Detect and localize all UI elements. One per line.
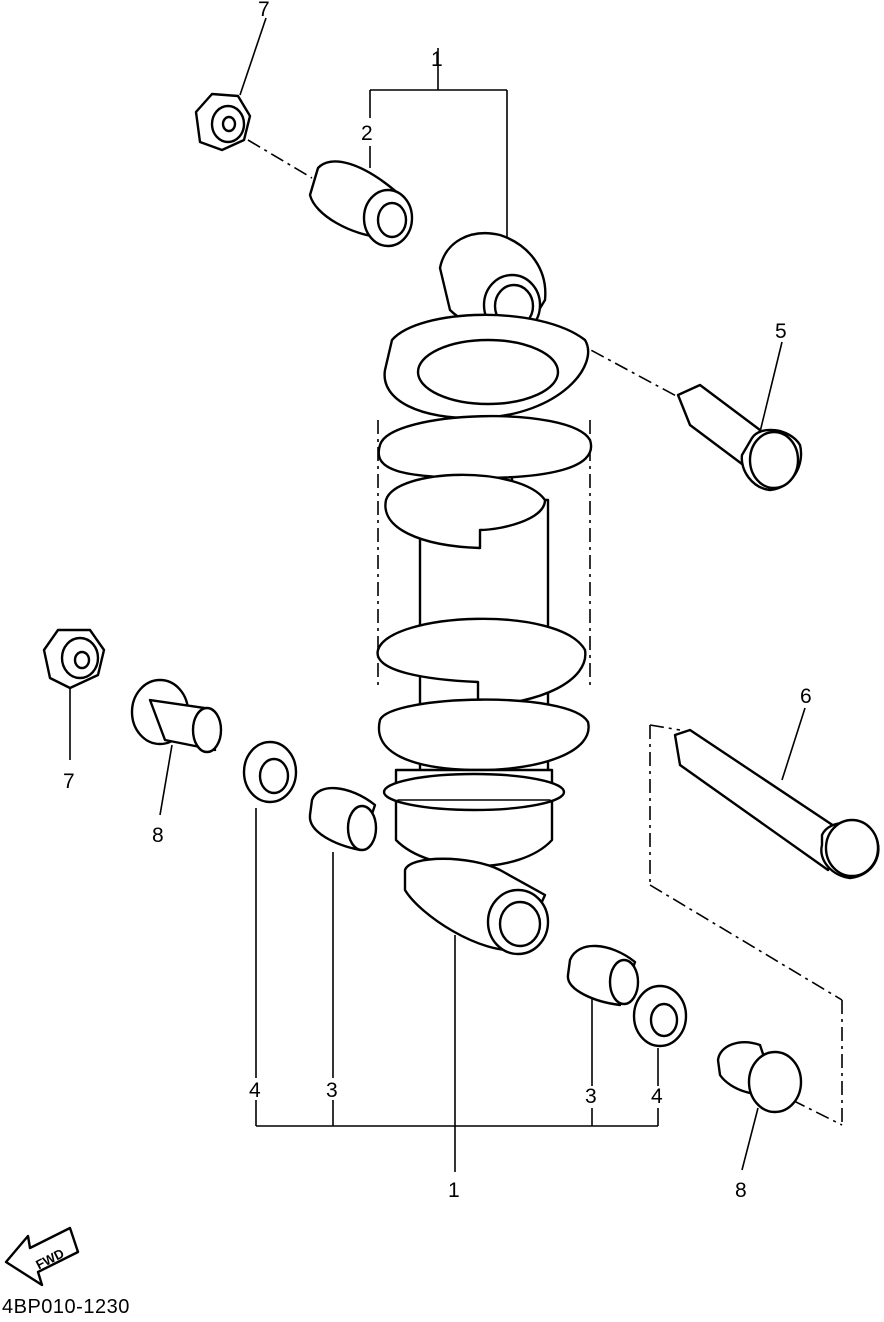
part-code: 4BP010-1230 — [2, 1296, 130, 1317]
shock-absorber-body — [376, 232, 593, 956]
assembly-bracket-top — [369, 48, 508, 240]
flange-collar-right-part — [716, 1041, 803, 1171]
fwd-arrow-icon — [4, 1226, 80, 1287]
callout-collar-right: 3 — [585, 1085, 597, 1108]
nut-left-part — [42, 628, 106, 760]
upper-bolt-part — [676, 341, 803, 492]
callout-bolt-upper: 5 — [775, 320, 787, 343]
callout-nut-left: 7 — [63, 770, 75, 793]
oil-seal-left-part — [242, 740, 298, 804]
callout-bushing-upper: 2 — [361, 122, 373, 145]
flange-collar-left-part — [130, 678, 223, 816]
collar-right-part — [566, 944, 640, 1007]
callout-flange-collar-right: 8 — [735, 1179, 747, 1202]
callout-bolt-lower: 6 — [800, 685, 812, 708]
nut-top-part — [194, 17, 267, 152]
lower-bolt-part — [673, 707, 880, 880]
callout-collar-left: 3 — [326, 1079, 338, 1102]
callout-assembly-top: 1 — [431, 48, 443, 71]
callout-assembly-bottom: 1 — [448, 1179, 460, 1202]
oil-seal-right-part — [632, 984, 688, 1048]
callout-labels: 1 2 7 5 6 7 8 4 3 3 4 1 8 — [63, 0, 812, 1202]
callout-nut-top: 7 — [258, 0, 270, 21]
assembly-bracket-bottom — [255, 808, 659, 1172]
upper-bushing-part — [308, 160, 414, 248]
collar-left-part — [308, 787, 378, 852]
callout-oil-seal-right: 4 — [651, 1085, 663, 1108]
callout-oil-seal-left: 4 — [249, 1079, 261, 1102]
callout-flange-collar-left: 8 — [152, 824, 164, 847]
